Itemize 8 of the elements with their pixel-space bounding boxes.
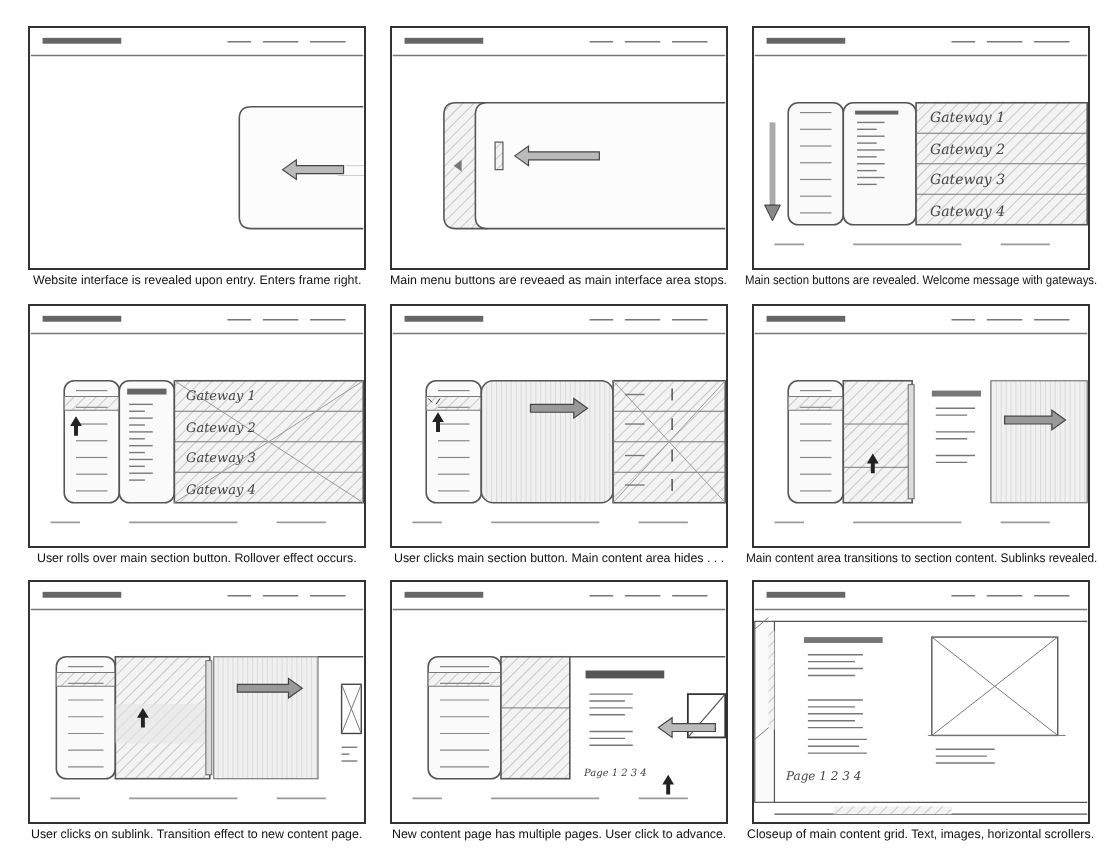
storyboard-frame (28, 26, 366, 270)
storyboard-frame (390, 580, 728, 824)
storyboard-frame (752, 304, 1090, 548)
storyboard-frame (390, 304, 728, 548)
storyboard-frame (390, 26, 728, 270)
storyboard-frame (28, 580, 366, 824)
storyboard-frame (752, 26, 1090, 270)
storyboard-frame (28, 304, 366, 548)
